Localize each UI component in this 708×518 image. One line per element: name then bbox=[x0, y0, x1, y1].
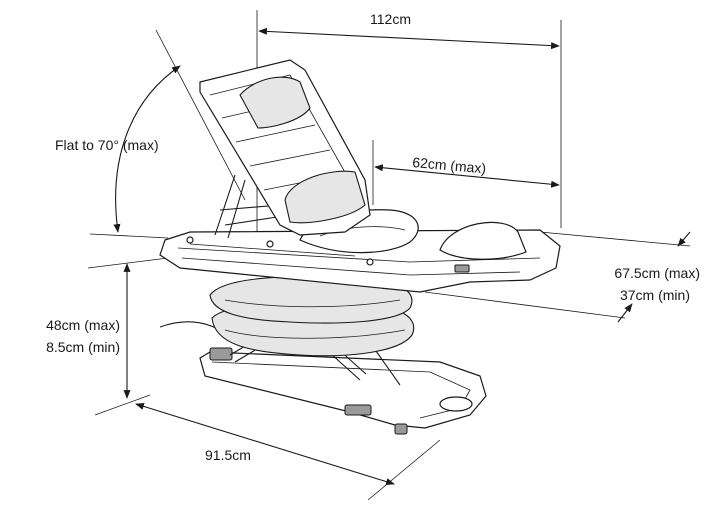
base-foot-disc bbox=[439, 396, 473, 412]
dimension-arrows bbox=[113, 27, 691, 486]
dimension-labels: 112cm 62cm (max) Flat to 70° (max) 48cm … bbox=[46, 11, 700, 463]
height-min-label: 8.5cm (min) bbox=[46, 339, 120, 355]
width-max-label: 67.5cm (max) bbox=[614, 265, 700, 281]
recline-range-label: Flat to 70° (max) bbox=[55, 137, 159, 153]
base-length-label: 91.5cm bbox=[205, 447, 251, 463]
extension-lines bbox=[87, 10, 691, 501]
seat-length-label: 62cm (max) bbox=[412, 154, 487, 176]
lumbar-pad bbox=[284, 170, 366, 224]
height-max-label: 48cm (max) bbox=[46, 317, 120, 333]
headrest-pad bbox=[239, 76, 311, 129]
width-min-label: 37cm (min) bbox=[620, 287, 690, 303]
foot-rest-bump bbox=[439, 221, 527, 260]
overall-length-label: 112cm bbox=[370, 11, 411, 27]
bath-lift-illustration bbox=[159, 59, 561, 435]
